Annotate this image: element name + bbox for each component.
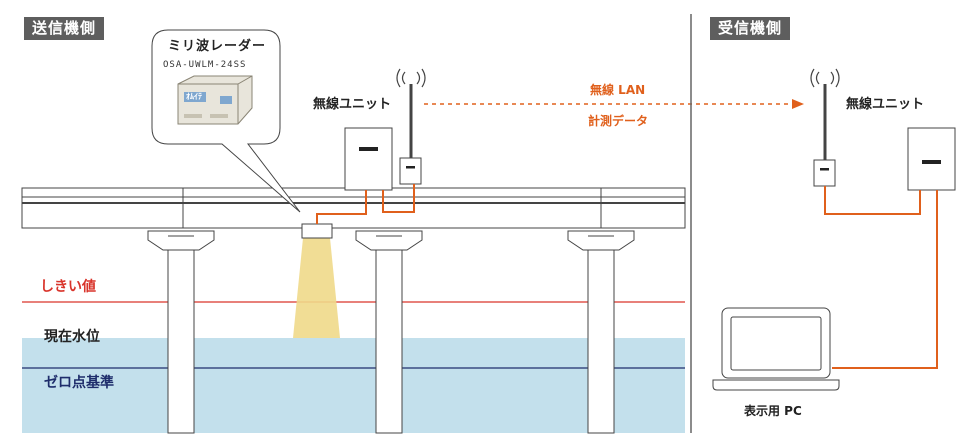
measurement-data-label: 計測データ [588,114,649,128]
sender-controller-box [344,127,393,191]
threshold-label: しきい値 [40,279,96,295]
zero-point-label: ゼロ点基準 [44,375,114,391]
sender-side-label: 送信機側 [24,17,105,40]
sender-wireless-unit [399,157,422,185]
bridge-pier-left [147,230,215,434]
water-body [22,338,685,433]
current-water-level-label: 現在水位 [44,329,100,345]
receiver-wireless-unit-label: 無線ユニット [846,97,925,112]
wireless-lan-label: 無線 LAN [590,83,646,97]
bridge-pier-right [567,230,635,434]
bridge-pier-center [355,230,423,434]
receiver-wireless-unit [813,159,836,187]
receiver-controller-box [907,127,956,191]
receiver-controller-bar [922,160,941,164]
sender-signal-waves [396,68,426,88]
laptop-pc [712,307,840,391]
sender-wiring [316,184,415,224]
receiver-wiring [824,186,938,369]
radar-brand-logo: ｵﾑｲﾃ [186,92,202,101]
receiver-side-label: 受信機側 [710,17,791,40]
radar-device-image [177,75,253,125]
sender-wireless-unit-label: 無線ユニット [313,97,392,112]
radar-title: ミリ波レーダー [168,39,267,54]
bridge-deck [21,187,686,229]
radar-model: OSA-UWLM-24SS [163,60,247,70]
receiver-signal-waves [810,68,840,88]
radar-sensor [301,223,333,239]
radar-beam [293,238,340,338]
wireless-link-arrowhead [792,99,804,109]
display-pc-label: 表示用 PC [744,404,802,418]
sender-controller-bar [359,147,378,151]
